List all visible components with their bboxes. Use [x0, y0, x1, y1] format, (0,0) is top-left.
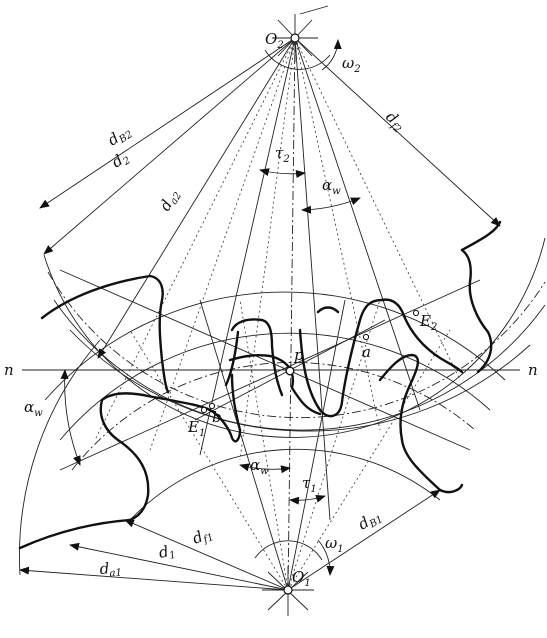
upper-base-circle — [43, 237, 546, 438]
label-tau2: τ2 — [275, 144, 290, 165]
dimension-lines — [19, 37, 501, 591]
label-db2: dB2 — [104, 122, 134, 151]
lower-base-circle — [59, 332, 491, 441]
label-b: b — [212, 408, 222, 426]
lower-tooth-1 — [99, 398, 150, 522]
label-alpha-w-left: αw — [24, 398, 43, 419]
label-alpha-w-bottom: αw — [250, 456, 269, 477]
point-e2 — [412, 309, 420, 317]
label-d2: d2 — [108, 148, 132, 173]
lower-rim-right — [438, 483, 464, 494]
label-e1: E1 — [187, 418, 205, 439]
upper-gear-teeth — [40, 220, 502, 418]
labels: O2 ω2 dB2 d2 da2 df2 τ2 αw n n p a E2 b … — [4, 30, 538, 589]
upper-rim-left — [40, 274, 152, 320]
upper-addendum-circle — [53, 299, 546, 431]
line-of-action-1 — [59, 279, 481, 471]
label-o2: O2 — [265, 30, 284, 51]
point-e1 — [200, 406, 208, 414]
lower-rim-left — [18, 518, 132, 550]
upper-pitch-circle — [47, 271, 546, 419]
label-omega2: ω2 — [342, 54, 361, 75]
label-alpha-w-top: αw — [322, 176, 341, 197]
label-db1: dB1 — [355, 506, 385, 535]
point-a — [362, 333, 370, 341]
upper-tooth-2 — [230, 318, 284, 397]
label-da1: da1 — [99, 559, 122, 580]
centre-o1-symbol — [262, 566, 314, 616]
point-b — [208, 402, 216, 410]
label-p: p — [294, 346, 304, 364]
contact-points — [200, 309, 420, 414]
lower-pitch-circle — [71, 362, 476, 471]
label-omega1: ω1 — [325, 534, 344, 555]
label-e2: E2 — [419, 312, 437, 333]
label-a: a — [362, 343, 371, 361]
upper-tooth-5 — [460, 248, 493, 374]
label-d1: d1 — [157, 541, 177, 564]
label-n-left: n — [4, 361, 14, 379]
lower-root-circle — [129, 448, 441, 521]
construction-lines — [22, 37, 520, 591]
centre-o2-symbol — [272, 5, 329, 62]
lower-tooth-3 — [228, 354, 295, 390]
label-o1: O1 — [292, 568, 311, 589]
centre-line — [287, 37, 296, 591]
point-p — [285, 366, 295, 376]
upper-tooth-4 — [380, 298, 406, 318]
upper-wheel-circles — [43, 237, 546, 438]
angle-arcs — [60, 39, 361, 576]
upper-tooth-3 — [316, 306, 340, 314]
upper-root-circle — [69, 329, 531, 432]
label-n-right: n — [528, 361, 538, 379]
label-tau1: τ1 — [302, 474, 317, 495]
upper-rim-right — [460, 220, 502, 252]
label-df1: df1 — [190, 524, 216, 550]
lower-tooth-2 — [146, 394, 242, 443]
label-da2: da2 — [156, 186, 184, 215]
upper-tooth-1 — [148, 274, 170, 394]
line-of-action-2 — [59, 269, 471, 451]
pressure-line — [294, 37, 331, 521]
lower-tooth-4 — [290, 386, 322, 416]
lower-outer-arc — [19, 339, 101, 576]
lower-tooth-5 — [378, 353, 420, 442]
label-df2: df2 — [381, 108, 409, 136]
